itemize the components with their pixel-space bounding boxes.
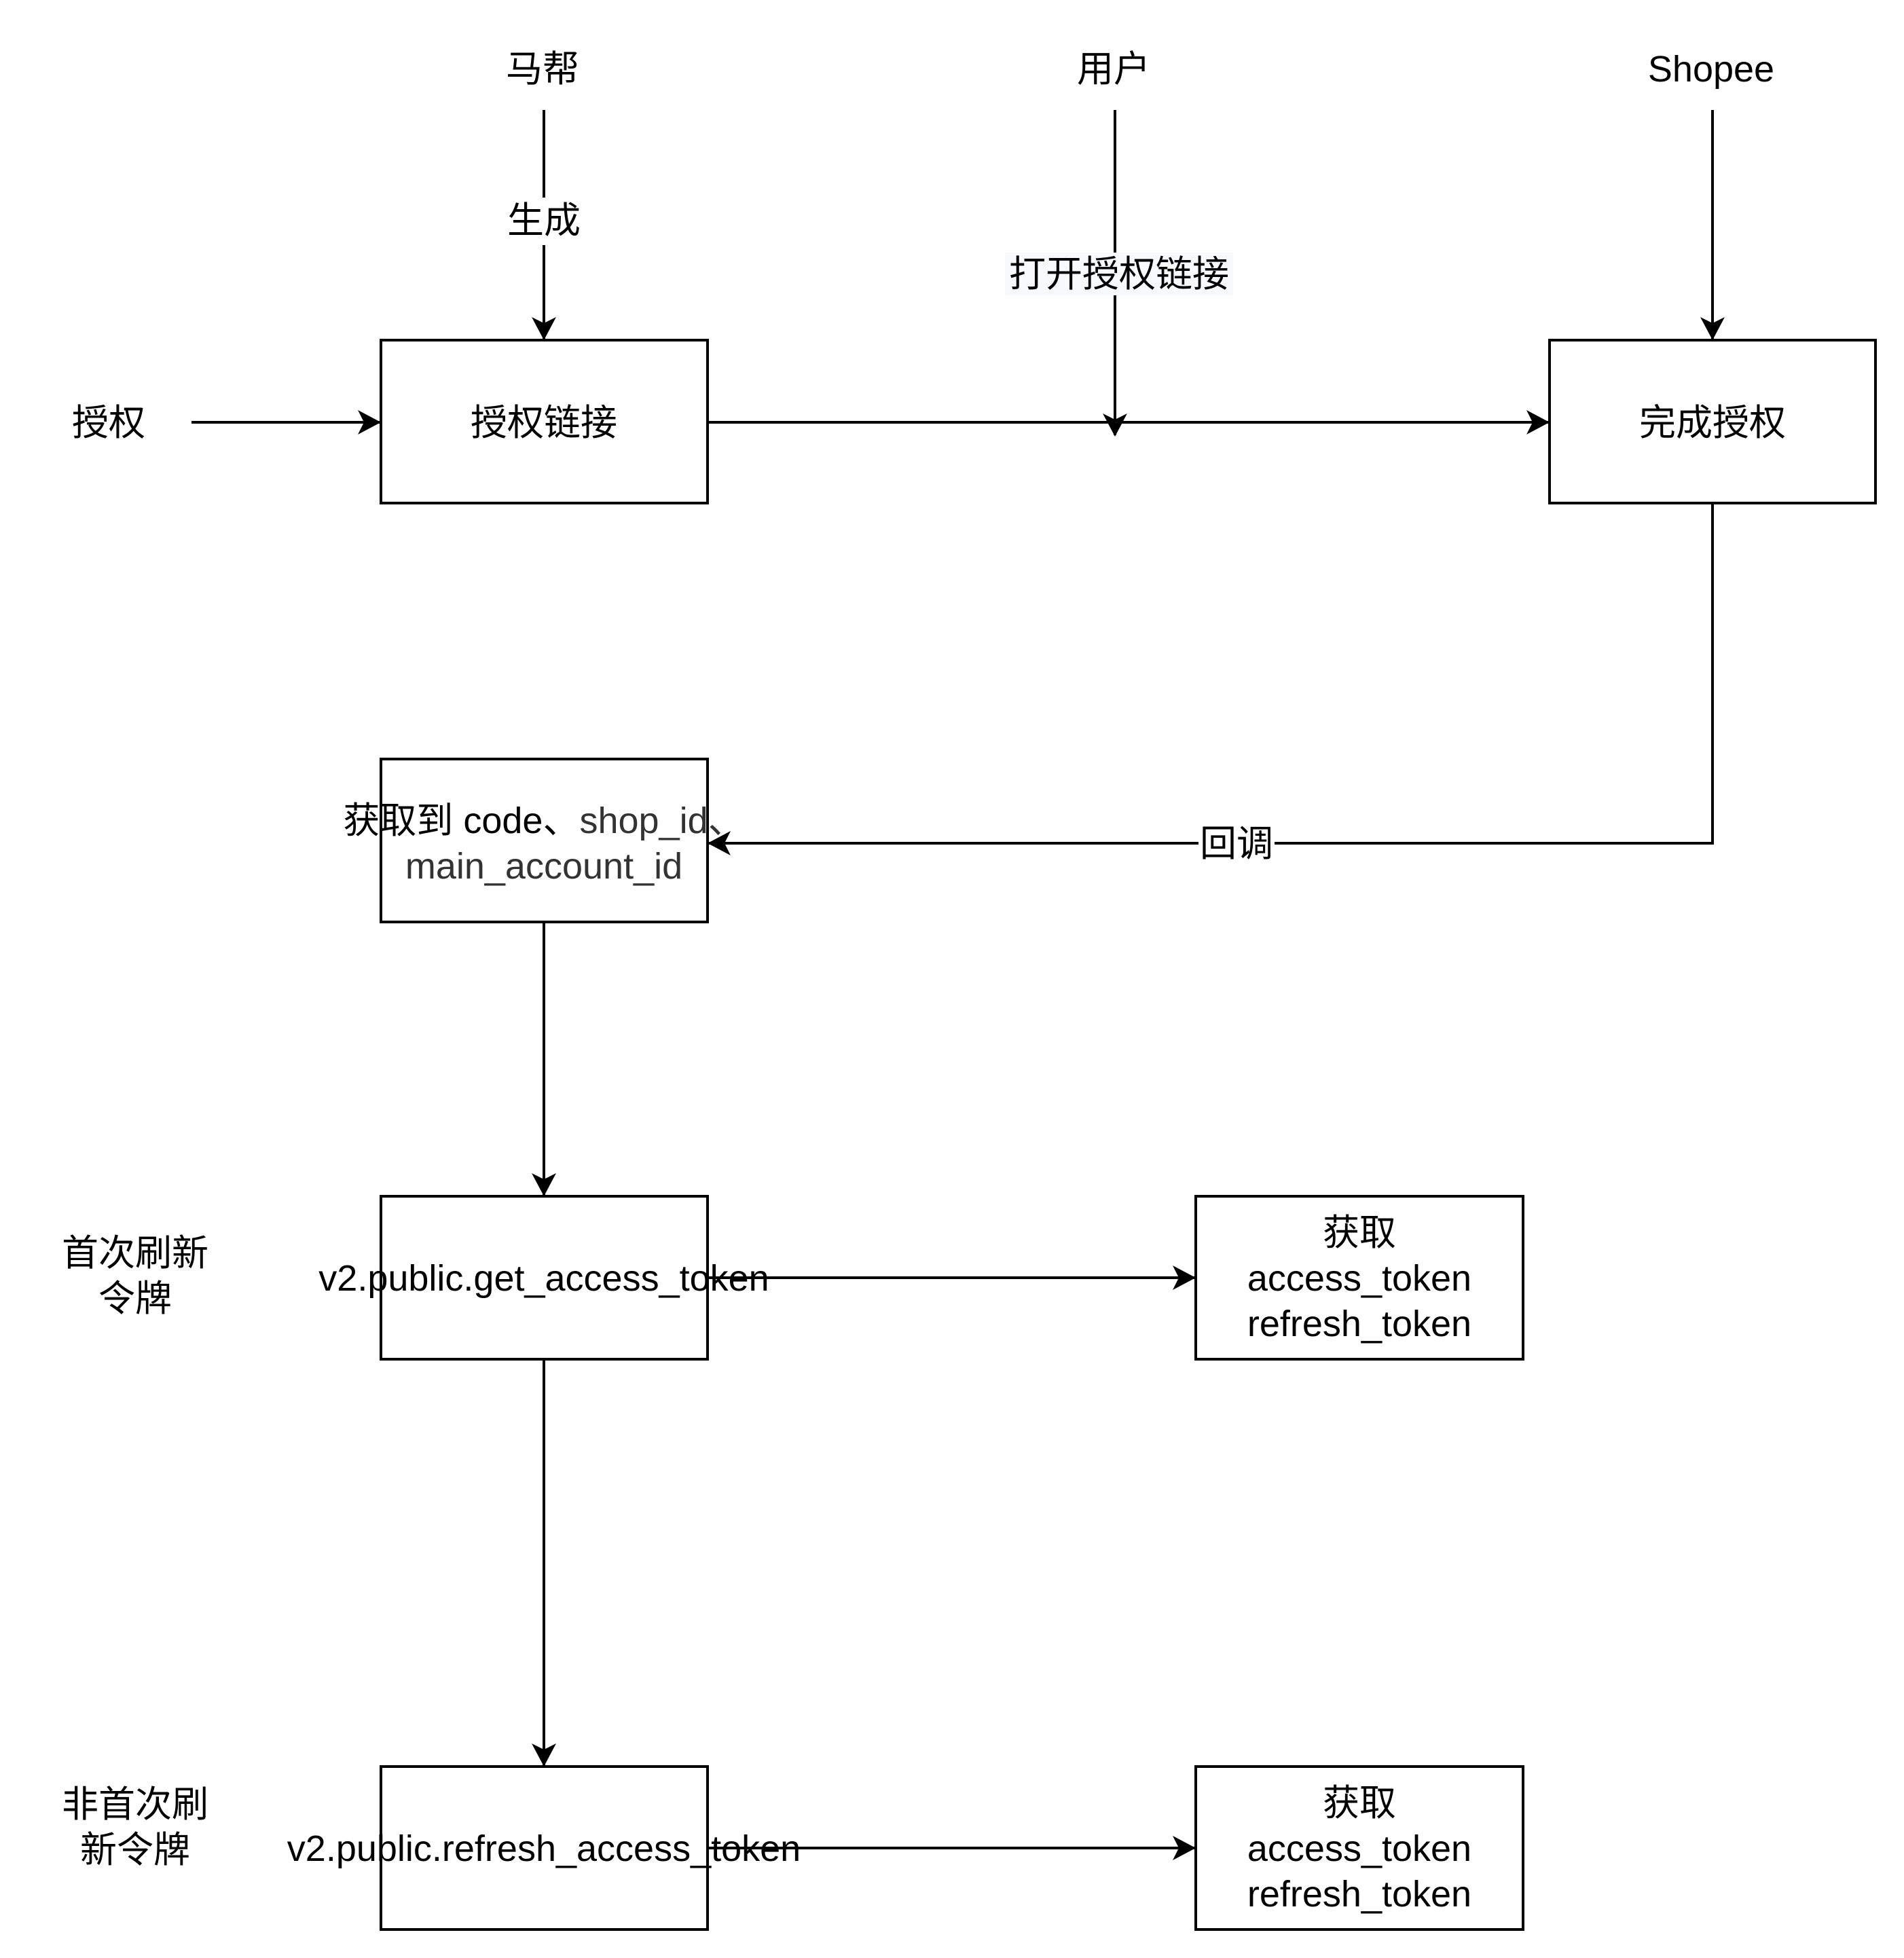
edge-label-bg [1198,821,1275,865]
edge-label-open-link: 打开授权链接 [1009,254,1229,295]
edge-label-generate: 生成 [507,200,581,241]
side-label-non-first-refresh-line2: 新令牌 [80,1830,190,1870]
node-result-first[interactable] [1194,1195,1524,1361]
edge-label-bg [1005,253,1233,295]
node-result-refresh-line1: 获取 [1323,1783,1396,1824]
actor-shopee-label: Shopee [1648,49,1774,90]
node-result-first-line2: access_token [1247,1258,1471,1299]
node-result-first-line3: refresh_token [1247,1304,1471,1344]
node-get-access-token[interactable] [380,1195,709,1361]
callback-result-suffix: shop_id、 [579,800,744,841]
side-label-first-refresh-line1: 首次刷新 [62,1233,208,1274]
start-label: 授权 [72,403,145,443]
node-refresh-access-token-label: v2.public.refresh_access_token [287,1828,801,1869]
edge-callback [708,503,1714,855]
node-complete-auth[interactable] [1548,339,1877,504]
node-complete-auth-label: 完成授权 [1639,403,1786,443]
node-callback-result-line2: main_account_id [405,846,682,887]
actor-user-label: 用户 [1077,49,1150,90]
node-result-first-line1: 获取 [1323,1213,1396,1253]
callback-result-prefix: 获取到 code、 [343,800,579,841]
node-auth-link-label: 授权链接 [471,403,617,443]
side-label-non-first-refresh-line1: 非首次刷 [62,1784,208,1825]
node-result-refresh-line2: access_token [1247,1828,1471,1869]
node-result-refresh[interactable] [1194,1765,1524,1931]
node-get-access-token-label: v2.public.get_access_token [318,1258,769,1299]
node-refresh-access-token[interactable] [380,1765,709,1931]
edge-label-bg [502,198,584,245]
node-callback-result-line1: 获取到 code、shop_id、 [343,800,744,841]
actor-mabang-label: 马帮 [506,49,579,90]
side-label-first-refresh-line2: 令牌 [98,1278,172,1319]
edge-label-callback: 回调 [1200,824,1273,864]
node-callback-result[interactable] [380,758,709,923]
node-result-refresh-line3: refresh_token [1247,1874,1471,1915]
